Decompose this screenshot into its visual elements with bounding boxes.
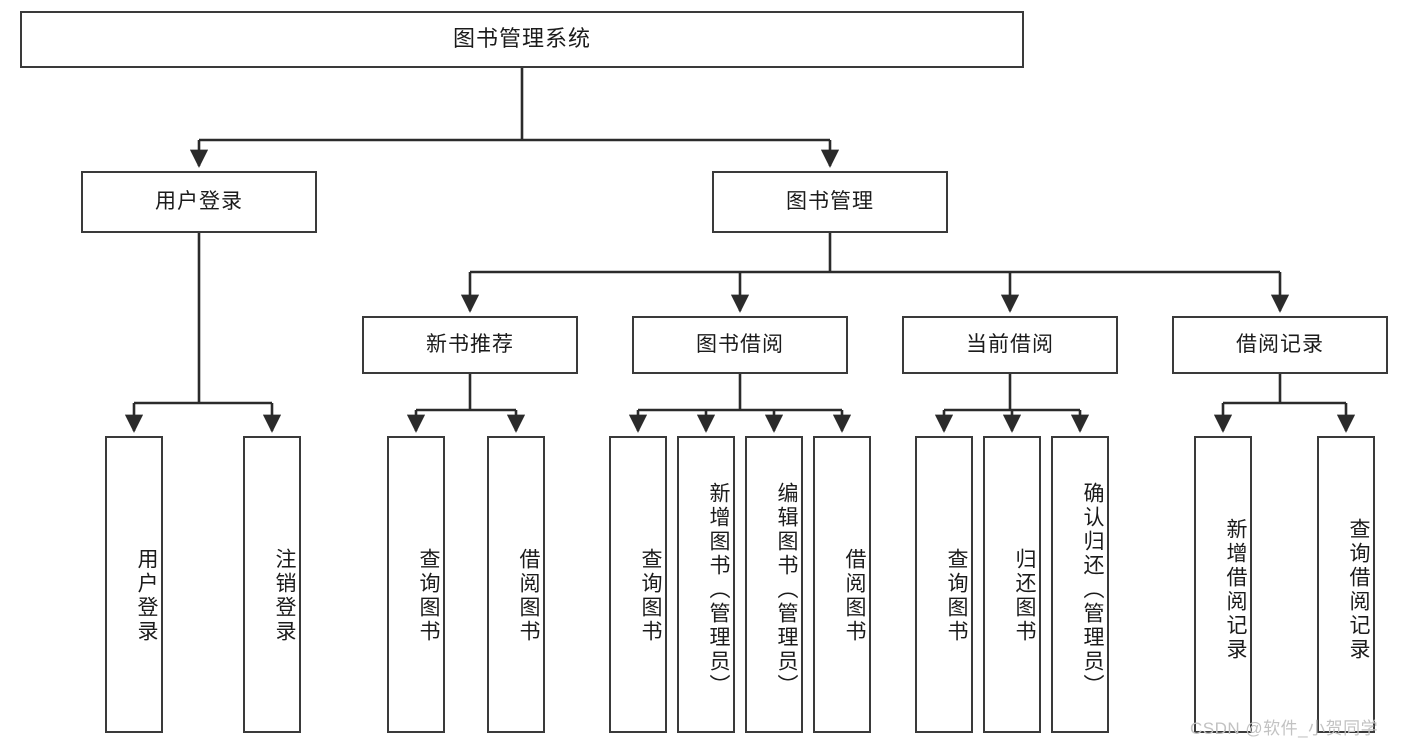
node-current-borrow[interactable]: 当前借阅 — [902, 316, 1118, 374]
leaf-user-login[interactable]: 用户登录 — [105, 436, 163, 733]
leaf-confirm-return-admin[interactable]: 确认归还（管理员） — [1051, 436, 1109, 733]
node-new-book-recommend-label: 新书推荐 — [426, 333, 514, 357]
node-root-system-label: 图书管理系统 — [452, 26, 591, 52]
node-root-system[interactable]: 图书管理系统 — [20, 11, 1024, 68]
leaf-edit-book-admin[interactable]: 编辑图书（管理员） — [745, 436, 803, 733]
node-borrow-record[interactable]: 借阅记录 — [1172, 316, 1388, 374]
leaf-query-book-new-label: 查询图书 — [417, 547, 440, 644]
leaf-return-book[interactable]: 归还图书 — [983, 436, 1041, 733]
node-book-management[interactable]: 图书管理 — [712, 171, 948, 233]
leaf-borrow-book[interactable]: 借阅图书 — [813, 436, 871, 733]
node-book-management-label: 图书管理 — [786, 190, 874, 214]
leaf-add-book-admin[interactable]: 新增图书（管理员） — [677, 436, 735, 733]
leaf-user-login-label: 用户登录 — [135, 547, 158, 644]
leaf-return-book-label: 归还图书 — [1013, 547, 1036, 644]
leaf-logout[interactable]: 注销登录 — [243, 436, 301, 733]
leaf-query-book-new[interactable]: 查询图书 — [387, 436, 445, 733]
leaf-query-borrow-record-label: 查询借阅记录 — [1347, 517, 1370, 662]
node-current-borrow-label: 当前借阅 — [966, 333, 1054, 357]
leaf-borrow-book-new[interactable]: 借阅图书 — [487, 436, 545, 733]
node-new-book-recommend[interactable]: 新书推荐 — [362, 316, 578, 374]
leaf-query-book-borrow-label: 查询图书 — [639, 547, 662, 644]
node-user-login[interactable]: 用户登录 — [81, 171, 317, 233]
csdn-watermark: CSDN @软件_小贺同学 — [1190, 719, 1379, 738]
leaf-query-borrow-record[interactable]: 查询借阅记录 — [1317, 436, 1375, 733]
node-user-login-label: 用户登录 — [155, 190, 243, 214]
node-book-borrow-label: 图书借阅 — [696, 333, 784, 357]
leaf-edit-book-admin-label: 编辑图书（管理员） — [775, 481, 798, 698]
leaf-query-book-current-label: 查询图书 — [945, 547, 968, 644]
leaf-borrow-book-new-label: 借阅图书 — [517, 547, 540, 644]
leaf-logout-label: 注销登录 — [273, 547, 296, 644]
leaf-confirm-return-admin-label: 确认归还（管理员） — [1081, 481, 1104, 698]
leaf-add-book-admin-label: 新增图书（管理员） — [707, 481, 730, 698]
leaf-add-borrow-record-label: 新增借阅记录 — [1224, 517, 1247, 662]
leaf-borrow-book-label: 借阅图书 — [843, 547, 866, 644]
leaf-query-book-borrow[interactable]: 查询图书 — [609, 436, 667, 733]
leaf-query-book-current[interactable]: 查询图书 — [915, 436, 973, 733]
node-book-borrow[interactable]: 图书借阅 — [632, 316, 848, 374]
node-borrow-record-label: 借阅记录 — [1236, 333, 1324, 357]
leaf-add-borrow-record[interactable]: 新增借阅记录 — [1194, 436, 1252, 733]
